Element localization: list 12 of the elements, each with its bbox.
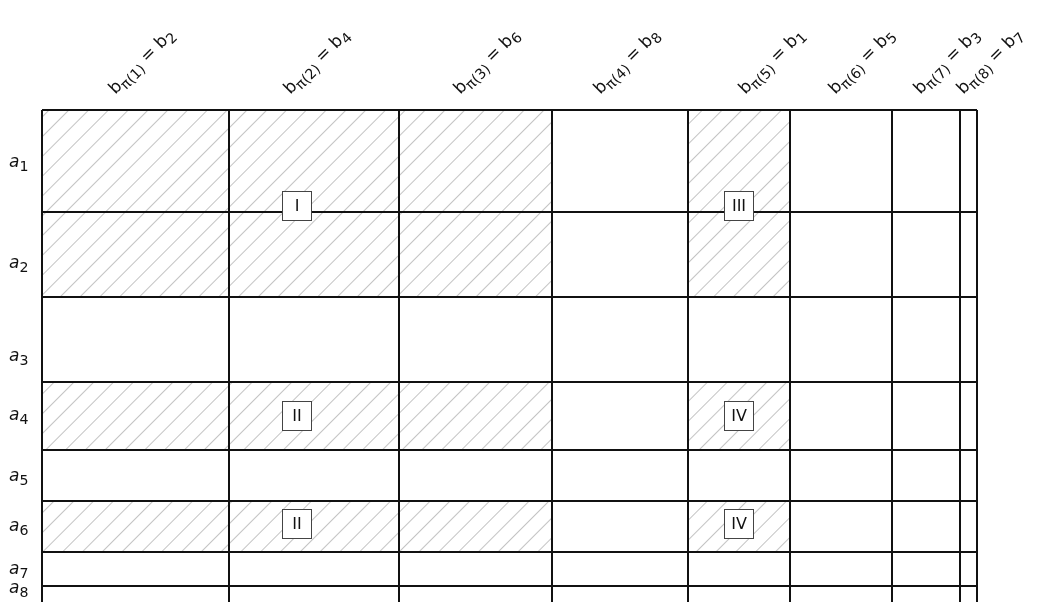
region-label: IV — [724, 401, 754, 431]
region-label: III — [724, 191, 754, 221]
region-label: I — [282, 191, 312, 221]
region-label: IV — [724, 509, 754, 539]
row-label: a$_{6}$ — [9, 516, 29, 540]
region-label: II — [282, 509, 312, 539]
region-label: II — [282, 401, 312, 431]
row-label: a$_{5}$ — [9, 466, 29, 490]
row-label: a$_{1}$ — [9, 152, 29, 176]
row-label: a$_{3}$ — [9, 346, 29, 370]
row-label: a$_{4}$ — [9, 405, 29, 429]
row-label: a$_{2}$ — [9, 253, 29, 277]
